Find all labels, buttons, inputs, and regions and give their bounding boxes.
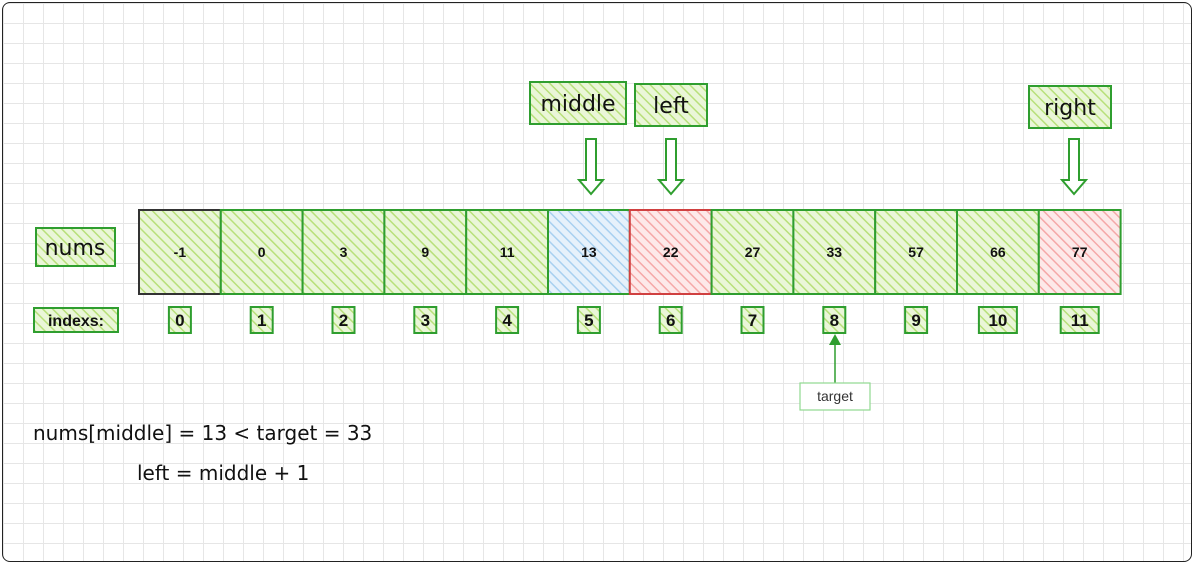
index-value: 1	[257, 311, 266, 330]
index-value: 6	[666, 311, 675, 330]
array-cell-box	[710, 209, 795, 295]
index-box-frame	[904, 306, 929, 334]
index-value: 9	[911, 311, 920, 330]
array-cell: 0	[219, 209, 304, 295]
index-box-frame	[167, 306, 192, 334]
array-cell: 22	[628, 209, 713, 295]
array-cell-value: 22	[663, 244, 679, 260]
index-boxes: 0 1 2 3 4 5 6 7 8 9 10 11	[167, 306, 1100, 334]
array-cell: 9	[383, 209, 468, 295]
array-cell-box	[792, 209, 877, 295]
note-comparison: nums[middle] = 13 < target = 33	[33, 421, 372, 445]
index-box-frame	[658, 306, 683, 334]
index-value: 3	[421, 311, 430, 330]
array-cells: -1 0 3 9 11 13 22 27 33 57 66 77	[138, 209, 1122, 295]
index-box: 11	[1059, 306, 1100, 334]
indexs-label-text: indexs:	[48, 313, 104, 330]
index-box: 7	[740, 306, 765, 334]
right-down-arrow	[1059, 138, 1089, 196]
index-value: 2	[339, 311, 348, 330]
index-box-frame	[822, 306, 847, 334]
index-box-frame	[576, 306, 601, 334]
array-cell-box	[465, 209, 550, 295]
index-box: 5	[576, 306, 601, 334]
array-cell: 13	[547, 209, 631, 295]
array-cell-value: 0	[258, 244, 266, 260]
index-value: 7	[748, 311, 757, 330]
middle-label-text: middle	[540, 92, 615, 117]
nums-label-text: nums	[45, 236, 106, 261]
array-cell-box	[874, 209, 959, 295]
array-cell-box	[383, 209, 468, 295]
middle-pointer-label: middle	[529, 81, 627, 125]
index-value: 11	[1071, 311, 1089, 330]
index-value: 10	[988, 311, 1007, 330]
array-cell-box	[301, 209, 386, 295]
array-cell-value: 77	[1072, 244, 1088, 260]
target-box	[799, 382, 871, 411]
index-box: 6	[658, 306, 683, 334]
index-box-frame	[413, 306, 438, 334]
target-arrow-head	[829, 334, 841, 345]
array-cell: 33	[792, 209, 877, 295]
index-value: 0	[175, 311, 184, 330]
index-box-frame	[249, 306, 274, 334]
index-box-frame	[495, 306, 520, 334]
array-cell-box	[1037, 209, 1122, 295]
left-label-text: left	[653, 94, 689, 119]
index-value: 5	[584, 311, 593, 330]
array-cell-value: 13	[581, 244, 597, 260]
index-box: 1	[249, 306, 274, 334]
array-cell-value: 3	[340, 244, 348, 260]
index-box: 10	[977, 306, 1018, 334]
index-box: 4	[495, 306, 520, 334]
array-cell-value: 27	[745, 244, 761, 260]
note-update: left = middle + 1	[137, 461, 309, 485]
array-cell: 77	[1037, 209, 1122, 295]
index-box: 0	[167, 306, 192, 334]
index-box: 9	[904, 306, 929, 334]
array-cell-box	[138, 209, 222, 295]
index-box: 8	[822, 306, 847, 334]
array-cell: 57	[874, 209, 959, 295]
target-label-text: target	[817, 388, 853, 404]
right-label-text: right	[1044, 96, 1096, 121]
array-cell-box	[219, 209, 304, 295]
array-cell: 27	[710, 209, 795, 295]
index-box-frame	[740, 306, 765, 334]
index-box: 2	[331, 306, 356, 334]
index-value: 8	[830, 311, 839, 330]
array-cell-value: 66	[990, 244, 1006, 260]
nums-label: nums	[35, 227, 116, 267]
index-box-frame	[977, 306, 1018, 334]
array-cell-value: 11	[500, 244, 515, 260]
left-pointer-label: left	[634, 83, 708, 127]
array-cell-value: -1	[174, 244, 187, 260]
left-down-arrow	[656, 138, 686, 196]
array-cell-value: 9	[421, 244, 429, 260]
array-cell-value: 57	[908, 244, 924, 260]
indexs-label: indexs:	[33, 307, 119, 333]
array-cell-box	[547, 209, 631, 295]
array-cell: 3	[301, 209, 386, 295]
array-cell-value: 33	[827, 244, 843, 260]
index-box: 3	[413, 306, 438, 334]
array-cell: 11	[465, 209, 550, 295]
right-pointer-label: right	[1028, 85, 1112, 129]
middle-down-arrow	[576, 138, 606, 196]
index-value: 4	[502, 311, 512, 330]
index-box-frame	[1059, 306, 1100, 334]
array-cell: 66	[956, 209, 1040, 295]
array-cell: -1	[138, 209, 222, 295]
target-pointer: target	[799, 334, 871, 411]
index-box-frame	[331, 306, 356, 334]
